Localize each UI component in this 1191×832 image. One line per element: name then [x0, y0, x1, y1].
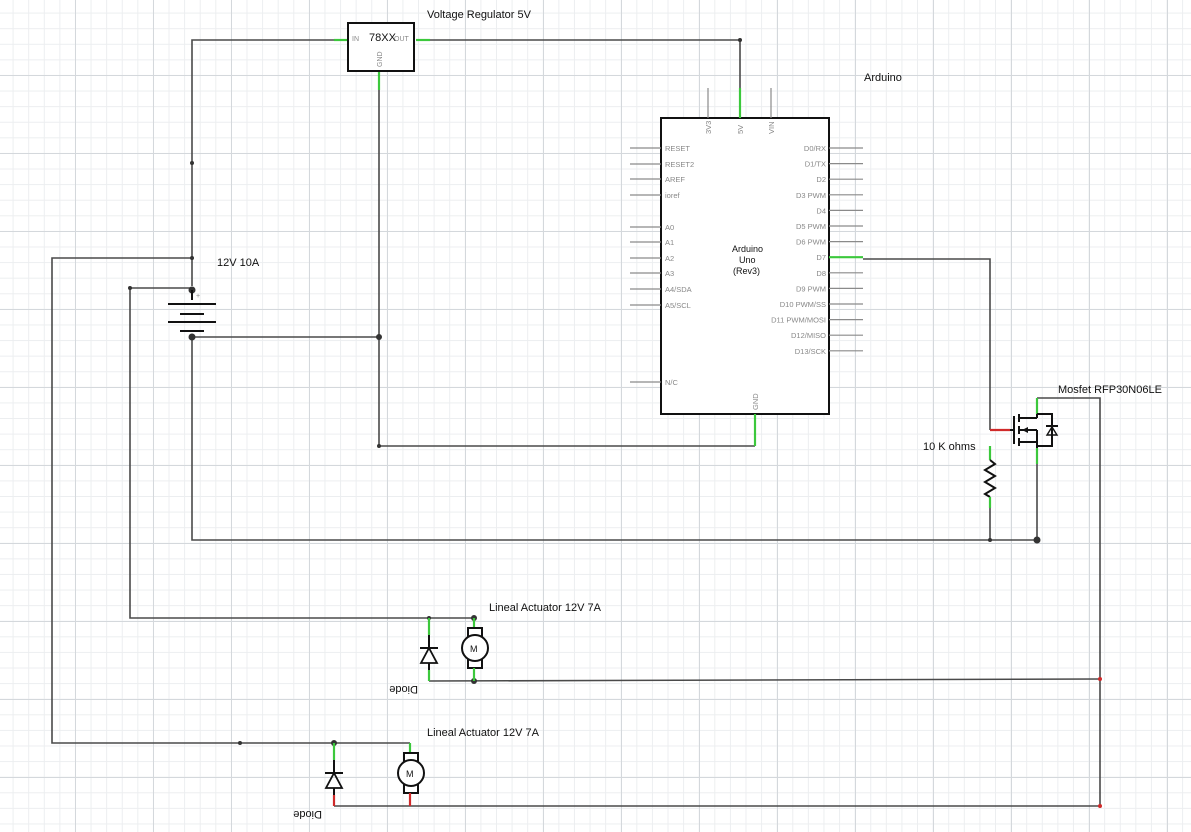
arduino-left-pin-label: A0 — [665, 223, 674, 232]
arduino-right-pin-label: D2 — [816, 175, 826, 184]
arduino-right-pin-label: D0/RX — [804, 144, 826, 153]
wire-actuator1-return[interactable] — [428, 678, 1101, 682]
resistor-label: 10 K ohms — [923, 441, 976, 453]
arduino-body-line3: (Rev3) — [733, 266, 760, 276]
regulator-gnd-label: GND — [377, 51, 384, 67]
actuator1-diode-label: Diode — [389, 683, 418, 695]
regulator-out-label: OUT — [394, 36, 410, 43]
wire-mosfet-drain[interactable] — [1037, 397, 1101, 806]
arduino-right-pin-label: D5 PWM — [796, 222, 826, 231]
arduino-right-pin-label: D11 PWM/MOSI — [771, 316, 826, 325]
wires — [51, 39, 1101, 807]
arduino-left-pin-label: A5/SCL — [665, 301, 691, 310]
arduino-right-pin-label: D1/TX — [805, 160, 826, 169]
arduino-right-pin-label: D3 PWM — [796, 191, 826, 200]
arduino-left-pin-label: A2 — [665, 254, 674, 263]
regulator-part-label: 78XX — [369, 32, 397, 44]
wire-battery-positive-inner[interactable] — [129, 287, 474, 619]
mosfet[interactable] — [990, 398, 1059, 464]
arduino-left-pin-label: ioref — [665, 191, 681, 200]
arduino-right-pin-label: D13/SCK — [795, 347, 826, 356]
arduino-right-pin-label: D10 PWM/SS — [780, 300, 826, 309]
wire-battery-to-regulator-in[interactable] — [191, 39, 334, 286]
arduino-gnd-pin-label: GND — [751, 393, 760, 410]
arduino-left-pin-label: A3 — [665, 269, 674, 278]
resistor[interactable] — [983, 446, 997, 508]
junction-dots — [128, 38, 1102, 808]
arduino-left-pin-label: A1 — [665, 238, 674, 247]
arduino-top-pin-label: 5V — [736, 125, 745, 134]
actuator2-motor-symbol: M — [406, 769, 414, 779]
arduino-body-line1: Arduino — [732, 244, 763, 254]
wire-battery-positive-outer[interactable] — [51, 257, 334, 744]
arduino-top-pin-label: VIN — [767, 121, 776, 134]
voltage-regulator[interactable]: 78XX IN OUT GND — [334, 22, 430, 90]
regulator-title: Voltage Regulator 5V — [427, 9, 532, 21]
arduino-left-pin-label: AREF — [665, 175, 685, 184]
arduino-right-pin-label: D8 — [816, 269, 826, 278]
arduino-left-pin-label: RESET2 — [665, 160, 694, 169]
battery-label: 12V 10A — [217, 257, 260, 269]
wire-ground-bus[interactable] — [191, 337, 1037, 541]
actuator2-label: Lineal Actuator 12V 7A — [427, 727, 540, 739]
arduino-left-pin-label: RESET — [665, 144, 690, 153]
arduino-left-pin-label: A4/SDA — [665, 285, 692, 294]
actuator1-motor[interactable]: M — [461, 618, 489, 681]
arduino-body-line2: Uno — [739, 255, 756, 265]
actuator2-diode-label: Diode — [293, 808, 322, 820]
arduino-right-pin-label: D7 — [816, 253, 826, 262]
arduino-title: Arduino — [864, 72, 902, 84]
actuator1-diode[interactable] — [419, 618, 439, 681]
arduino-right-pin-label: D9 PWM — [796, 284, 826, 293]
wire-regulator-out-to-5v[interactable] — [430, 39, 741, 88]
mosfet-label: Mosfet RFP30N06LE — [1058, 384, 1162, 396]
regulator-in-label: IN — [352, 36, 359, 43]
wire-d7-to-gate[interactable] — [863, 258, 991, 430]
actuator2-diode[interactable] — [324, 743, 344, 806]
actuator1-motor-symbol: M — [470, 644, 478, 654]
arduino-left-pin-label: N/C — [665, 378, 679, 387]
actuator2-motor[interactable]: M — [397, 743, 425, 806]
arduino-right-pin-label: D6 PWM — [796, 238, 826, 247]
actuator1-label: Lineal Actuator 12V 7A — [489, 602, 602, 614]
svg-text:+: + — [196, 293, 200, 300]
arduino-right-pin-label: D4 — [816, 206, 826, 215]
arduino-right-pin-label: D12/MISO — [791, 331, 826, 340]
arduino-top-pin-label: 3V3 — [704, 121, 713, 134]
battery[interactable]: + — [168, 290, 216, 332]
